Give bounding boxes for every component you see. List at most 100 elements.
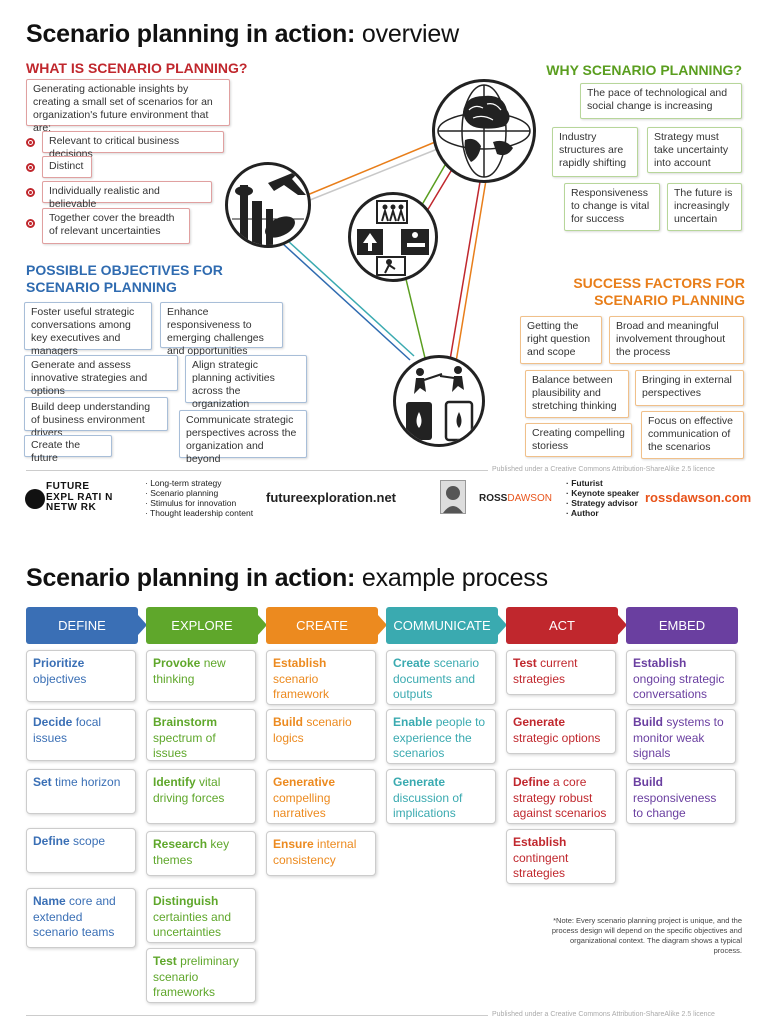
phase-create: CREATE: [266, 607, 387, 644]
process-step-verb: Test: [153, 954, 177, 968]
success-item-1: Getting the right question and scope: [520, 316, 602, 364]
process-step-explore-2: Brainstorm spectrum of issues: [146, 709, 256, 761]
process-step-create-3: Generative compelling narratives: [266, 769, 376, 824]
process-step-verb: Establish: [633, 656, 687, 670]
process-step-verb: Brainstorm: [153, 715, 218, 729]
process-step-text: systems to monitor weak signals: [633, 715, 724, 760]
process-step-create-4: Ensure internal consistency: [266, 831, 376, 876]
process-step-text: discussion of implications: [393, 790, 463, 821]
process-step-text: contingent strategies: [513, 850, 569, 881]
phase-communicate: COMMUNICATE: [386, 607, 507, 644]
process-step-verb: Build: [633, 775, 663, 789]
overview-title-light: overview: [361, 20, 459, 48]
fen-logo-icon: [25, 489, 45, 509]
fen-site-link[interactable]: futureexploration.net: [266, 490, 397, 505]
process-step-verb: Research: [153, 837, 208, 851]
process-step-verb: Ensure: [273, 837, 314, 851]
phase-embed: EMBED: [626, 607, 738, 644]
success-item-2: Broad and meaningful involvement through…: [609, 316, 744, 364]
why-item-1: The pace of technological and social cha…: [580, 83, 742, 119]
people-icons-illustration: [348, 192, 438, 282]
success-item-4: Bringing in external perspectives: [635, 370, 744, 406]
why-item-4: Responsiveness to change is vital for su…: [564, 183, 660, 231]
success-item-5: Creating compelling storiess: [525, 423, 632, 457]
licence-text-top: Published under a Creative Commons Attri…: [492, 466, 715, 473]
process-step-verb: Establish: [273, 656, 327, 670]
bullet-icon: [26, 188, 35, 197]
what-item-2: Distinct: [42, 156, 92, 178]
rd-role: · Author: [566, 508, 599, 518]
what-item-1: Relevant to critical business decisions: [42, 131, 224, 160]
rd-logo-a: ROSS: [479, 493, 508, 504]
objective-item-2: Enhance responsiveness to emerging chall…: [160, 302, 283, 357]
objectives-heading: POSSIBLE OBJECTIVES FOR SCENARIO PLANNIN…: [26, 262, 223, 296]
process-step-verb: Define: [33, 834, 70, 848]
brain-globe-icon: [437, 84, 531, 178]
objective-item-1: Foster useful strategic conversations am…: [24, 302, 152, 357]
process-step-embed-1: Establish ongoing strategic conversation…: [626, 650, 736, 705]
success-heading-line2: SCENARIO PLANNING: [594, 292, 745, 308]
process-step-communicate-1: Create scenario documents and outputs: [386, 650, 496, 705]
process-step-text: scenario framework: [273, 671, 330, 702]
success-heading-line1: SUCCESS FACTORS FOR: [573, 275, 745, 291]
process-title: Scenario planning in action: example pro…: [26, 564, 548, 593]
people-icons-icon: [357, 200, 429, 276]
bullet-icon: [26, 219, 35, 228]
what-item-4: Together cover the breadth of relevant u…: [42, 208, 190, 244]
process-step-verb: Generate: [513, 715, 566, 729]
fen-services-list: · Long-term strategy · Scenario planning…: [145, 478, 253, 518]
brain-globe-illustration: [432, 79, 536, 183]
process-step-define-2: Decide focal issues: [26, 709, 136, 761]
process-step-text: core and extended scenario teams: [33, 894, 116, 939]
process-step-verb: Identify: [153, 775, 196, 789]
what-heading: WHAT IS SCENARIO PLANNING?: [26, 60, 248, 76]
portrait-icon: [443, 486, 463, 513]
process-step-text: spectrum of issues: [153, 730, 216, 761]
illustration-connector-lines: [269, 139, 489, 363]
process-step-text: strategic options: [513, 730, 601, 745]
rd-role: · Keynote speaker: [566, 488, 640, 498]
process-step-define-5: Name core and extended scenario teams: [26, 888, 136, 948]
process-step-text: vital driving forces: [153, 775, 225, 805]
why-heading: WHY SCENARIO PLANNING?: [546, 62, 742, 78]
process-step-explore-1: Provoke new thinking: [146, 650, 256, 702]
process-step-text: scenario logics: [273, 715, 352, 745]
ross-dawson-logo: ROSSDAWSON: [479, 493, 552, 504]
process-step-communicate-2: Enable people to experience the scenario…: [386, 709, 496, 764]
process-step-verb: Build: [633, 715, 663, 729]
objective-item-4: Align strategic planning activities acro…: [185, 355, 307, 410]
process-step-verb: Define: [513, 775, 550, 789]
process-step-text: compelling narratives: [273, 790, 331, 821]
process-step-create-2: Build scenario logics: [266, 709, 376, 761]
process-step-text: scope: [73, 834, 106, 848]
process-step-explore-4: Research key themes: [146, 831, 256, 876]
rd-site-link[interactable]: rossdawson.com: [645, 490, 752, 505]
phase-act: ACT: [506, 607, 627, 644]
oil-barrels-icon: [406, 366, 474, 442]
objectives-heading-line2: SCENARIO PLANNING: [26, 279, 177, 295]
phase-explore: EXPLORE: [146, 607, 267, 644]
process-title-light: example process: [361, 564, 548, 592]
rd-role: · Strategy advisor: [566, 498, 638, 508]
process-step-act-2: Generate strategic options: [506, 709, 616, 754]
process-step-text: a core strategy robust against scenarios: [513, 775, 607, 820]
fen-logo-line1: FUTURE: [46, 481, 90, 492]
ross-dawson-portrait: [440, 480, 466, 514]
process-step-explore-5: Distinguish certainties and uncertaintie…: [146, 888, 256, 943]
process-step-text: key themes: [153, 837, 230, 867]
process-step-verb: Provoke: [153, 656, 201, 670]
process-step-text: internal consistency: [273, 837, 357, 867]
process-step-text: ongoing strategic conversations: [633, 671, 725, 702]
city-airplane-icon: [232, 169, 306, 245]
rd-role: · Futurist: [566, 478, 603, 488]
process-step-explore-6: Test preliminary scenario frameworks: [146, 948, 256, 1003]
licence-text-bottom: Published under a Creative Commons Attri…: [492, 1011, 715, 1018]
process-step-text: people to experience the scenarios: [393, 715, 486, 760]
fen-service: · Scenario planning: [145, 488, 219, 498]
process-step-text: objectives: [33, 671, 87, 686]
process-step-text: certainties and uncertainties: [153, 909, 232, 940]
objective-item-7: Create the future: [24, 435, 112, 464]
process-step-act-4: Establish contingent strategies: [506, 829, 616, 884]
process-step-text: scenario documents and outputs: [393, 656, 480, 701]
process-step-verb: Name: [33, 894, 66, 908]
